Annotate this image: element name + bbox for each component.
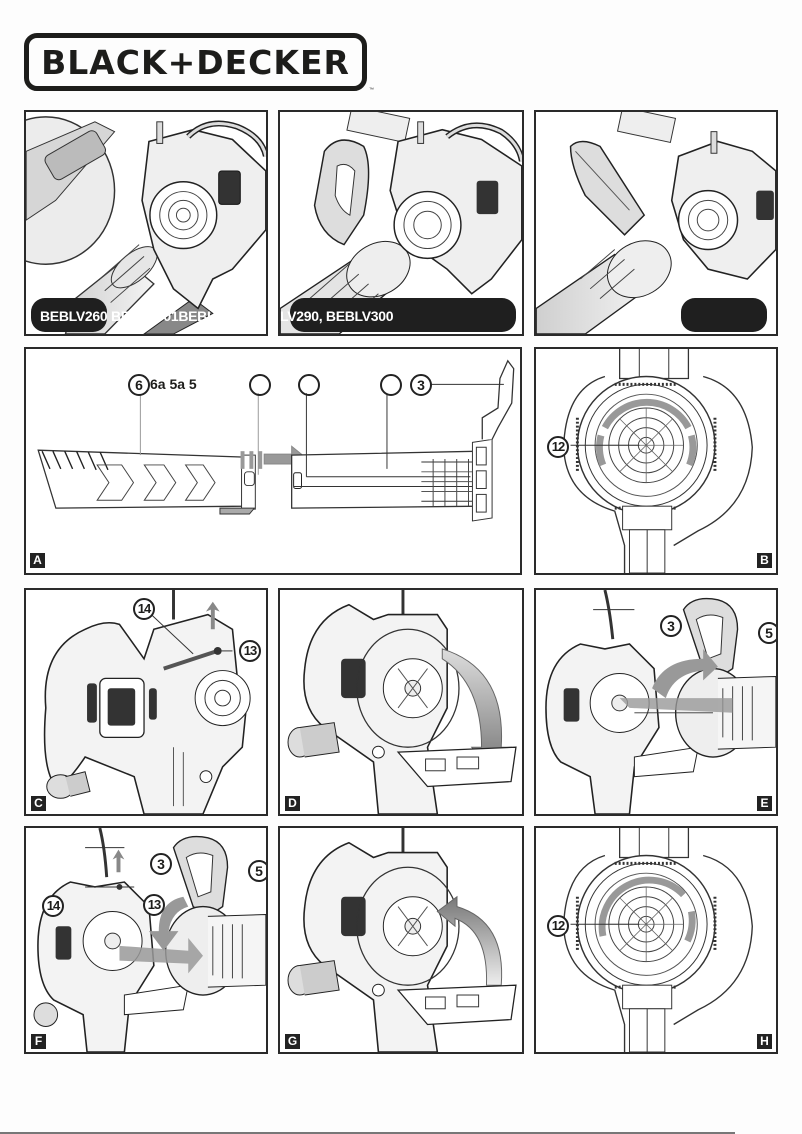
- callout-part-13: 13: [239, 640, 261, 662]
- callout-part-3: 3: [410, 374, 432, 396]
- figure-e-panel: 3 5 E: [534, 588, 778, 816]
- callout-empty: [298, 374, 320, 396]
- callout-part-3: 3: [150, 853, 172, 875]
- callout-part-6: 6: [128, 374, 150, 396]
- callout-part-14: 14: [42, 895, 64, 917]
- brand-logo-text: BLACK+DECKER: [41, 42, 350, 82]
- callout-part-14: 14: [133, 598, 155, 620]
- callout-part-13: 13: [143, 894, 165, 916]
- illustration-blower-tube-assembly: [37, 359, 515, 522]
- figure-letter-a: A: [30, 553, 45, 568]
- part-reference-text: 6a 5a 5: [150, 376, 197, 392]
- figure-d-panel: D: [278, 588, 524, 816]
- figure-b-panel: 12 B: [534, 347, 778, 575]
- figure-letter-b: B: [757, 553, 772, 568]
- figure-letter-e: E: [757, 796, 772, 811]
- model-label-text: BEBLV260 BEBLV301BEBLV290: [40, 308, 246, 324]
- illustration-blower-vac-handle-assembly: [536, 112, 776, 334]
- illustration-release-latch: [43, 590, 251, 814]
- top-panel-2: LV290, BEBLV300: [278, 110, 524, 336]
- illustration-fan-cover-front: [562, 349, 753, 573]
- top-panel-1: BEBLV260 BEBLV301BEBLV290: [24, 110, 268, 336]
- figure-f-panel: 3 5 14 13 F: [24, 826, 268, 1054]
- figure-h-panel: 12 H: [534, 826, 778, 1054]
- illustration-attach-vacuum-tube: [545, 590, 776, 814]
- page-bottom-rule: [0, 1132, 735, 1134]
- callout-part-3: 3: [660, 615, 682, 637]
- figure-letter-h: H: [757, 1034, 772, 1049]
- model-label-text: LV290, BEBLV300: [280, 308, 394, 324]
- callout-part-5: 5: [758, 622, 776, 644]
- illustration-open-fan-cover: [287, 590, 517, 814]
- callout-part-12: 12: [547, 436, 569, 458]
- callout-part-5: 5: [248, 860, 266, 882]
- figure-letter-f: F: [31, 1034, 46, 1049]
- top-panel-3: [534, 110, 778, 336]
- callout-empty: [249, 374, 271, 396]
- illustration-blower-vac-kit: [26, 116, 266, 334]
- figure-c-panel: 14 13 C: [24, 588, 268, 816]
- brand-logo: BLACK+DECKER: [24, 33, 367, 91]
- figure-letter-d: D: [285, 796, 300, 811]
- model-label-pill: [31, 298, 107, 332]
- illustration-fan-cover-closed: [562, 828, 753, 1052]
- illustration-remove-vacuum-tube: [33, 828, 266, 1052]
- callout-part-12: 12: [547, 915, 569, 937]
- figure-letter-g: G: [285, 1034, 300, 1049]
- trademark-symbol: ™: [369, 87, 374, 93]
- figure-letter-c: C: [31, 796, 46, 811]
- model-label-pill: [681, 298, 767, 332]
- callout-empty: [380, 374, 402, 396]
- model-label-pill: [290, 298, 516, 332]
- figure-g-panel: G: [278, 826, 524, 1054]
- figure-a-panel: 6 6a 5a 5 3 A: [24, 347, 522, 575]
- illustration-close-fan-cover: [287, 828, 517, 1052]
